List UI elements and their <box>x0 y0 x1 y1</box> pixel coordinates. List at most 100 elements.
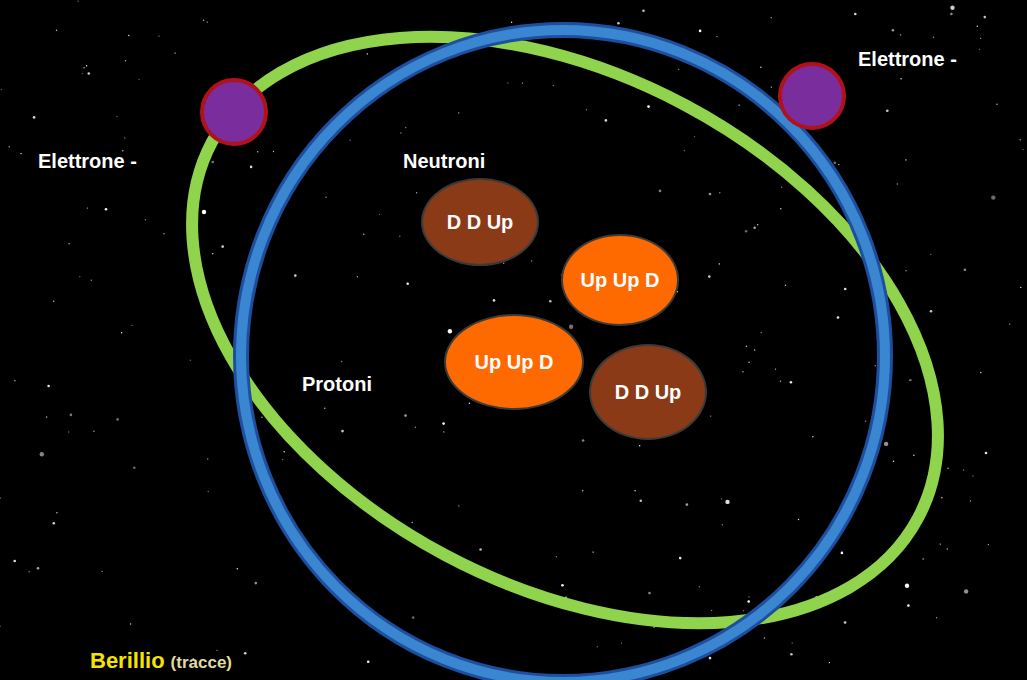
star <box>91 280 92 281</box>
star <box>68 431 69 432</box>
star <box>399 236 400 237</box>
electron <box>780 64 844 128</box>
star <box>790 381 793 384</box>
star <box>764 637 765 638</box>
star <box>940 543 941 544</box>
star <box>754 349 755 350</box>
star <box>1022 149 1023 150</box>
star <box>553 85 554 86</box>
star <box>128 35 129 36</box>
star <box>416 192 417 193</box>
star <box>379 214 380 215</box>
star <box>400 132 401 133</box>
star <box>970 500 971 501</box>
star <box>792 642 793 643</box>
star <box>721 498 722 499</box>
star <box>963 469 964 470</box>
star <box>972 475 973 476</box>
star <box>493 299 496 302</box>
star <box>28 571 29 572</box>
star <box>1 89 2 90</box>
star <box>582 490 583 491</box>
star <box>900 78 901 79</box>
star <box>93 431 94 432</box>
star <box>37 567 40 570</box>
star <box>745 230 748 233</box>
star <box>907 604 910 607</box>
star <box>761 332 762 333</box>
star <box>996 104 997 105</box>
electron-label: Elettrone - <box>38 150 137 173</box>
star <box>282 459 283 460</box>
star <box>886 110 889 113</box>
star <box>406 283 409 286</box>
star <box>719 192 720 193</box>
star <box>367 660 370 663</box>
star <box>716 36 717 37</box>
star <box>812 436 813 437</box>
star <box>771 17 772 18</box>
star <box>922 558 923 559</box>
star <box>659 190 662 193</box>
star <box>844 621 847 624</box>
star <box>0 625 1 626</box>
quark-text: D D Up <box>447 211 514 234</box>
star <box>950 13 953 16</box>
orbit-blue-outline <box>241 30 885 680</box>
proton-circle: Up Up D <box>444 314 584 410</box>
star <box>83 67 84 68</box>
star <box>105 208 108 211</box>
star <box>341 430 344 433</box>
star <box>14 380 15 381</box>
star <box>757 224 758 225</box>
star <box>221 245 224 248</box>
star <box>70 414 73 417</box>
electron <box>202 80 266 144</box>
star <box>586 109 587 110</box>
star <box>905 270 906 271</box>
star <box>77 0 78 1</box>
star <box>68 243 69 244</box>
star <box>549 300 552 303</box>
star <box>760 67 761 68</box>
star <box>679 557 682 560</box>
star <box>507 82 508 83</box>
star <box>82 73 83 74</box>
star <box>569 325 573 329</box>
element-note: (tracce) <box>171 653 232 673</box>
star <box>991 195 995 199</box>
star <box>244 652 247 655</box>
star <box>984 16 987 19</box>
star <box>781 187 782 188</box>
star <box>1020 139 1021 140</box>
star <box>875 365 876 366</box>
star <box>686 503 689 506</box>
proton-label: Protoni <box>302 373 372 396</box>
star <box>216 650 217 651</box>
orbit-blue <box>241 30 885 680</box>
star <box>748 596 749 597</box>
star <box>790 653 793 656</box>
star <box>592 551 593 552</box>
star <box>294 274 297 277</box>
star <box>257 151 258 152</box>
star <box>40 452 44 456</box>
star <box>743 610 744 611</box>
star <box>124 137 125 138</box>
star <box>56 30 57 31</box>
star <box>648 592 651 595</box>
star <box>174 52 175 53</box>
star <box>947 548 948 549</box>
star <box>47 385 50 388</box>
quark-text: Up Up D <box>581 269 660 292</box>
proton-circle: Up Up D <box>561 234 680 326</box>
star <box>709 657 712 660</box>
star <box>412 522 413 523</box>
star <box>597 646 598 647</box>
star <box>479 548 482 551</box>
star <box>284 451 285 452</box>
star <box>710 415 711 416</box>
star <box>88 72 91 75</box>
star <box>458 505 459 506</box>
star <box>458 112 459 113</box>
